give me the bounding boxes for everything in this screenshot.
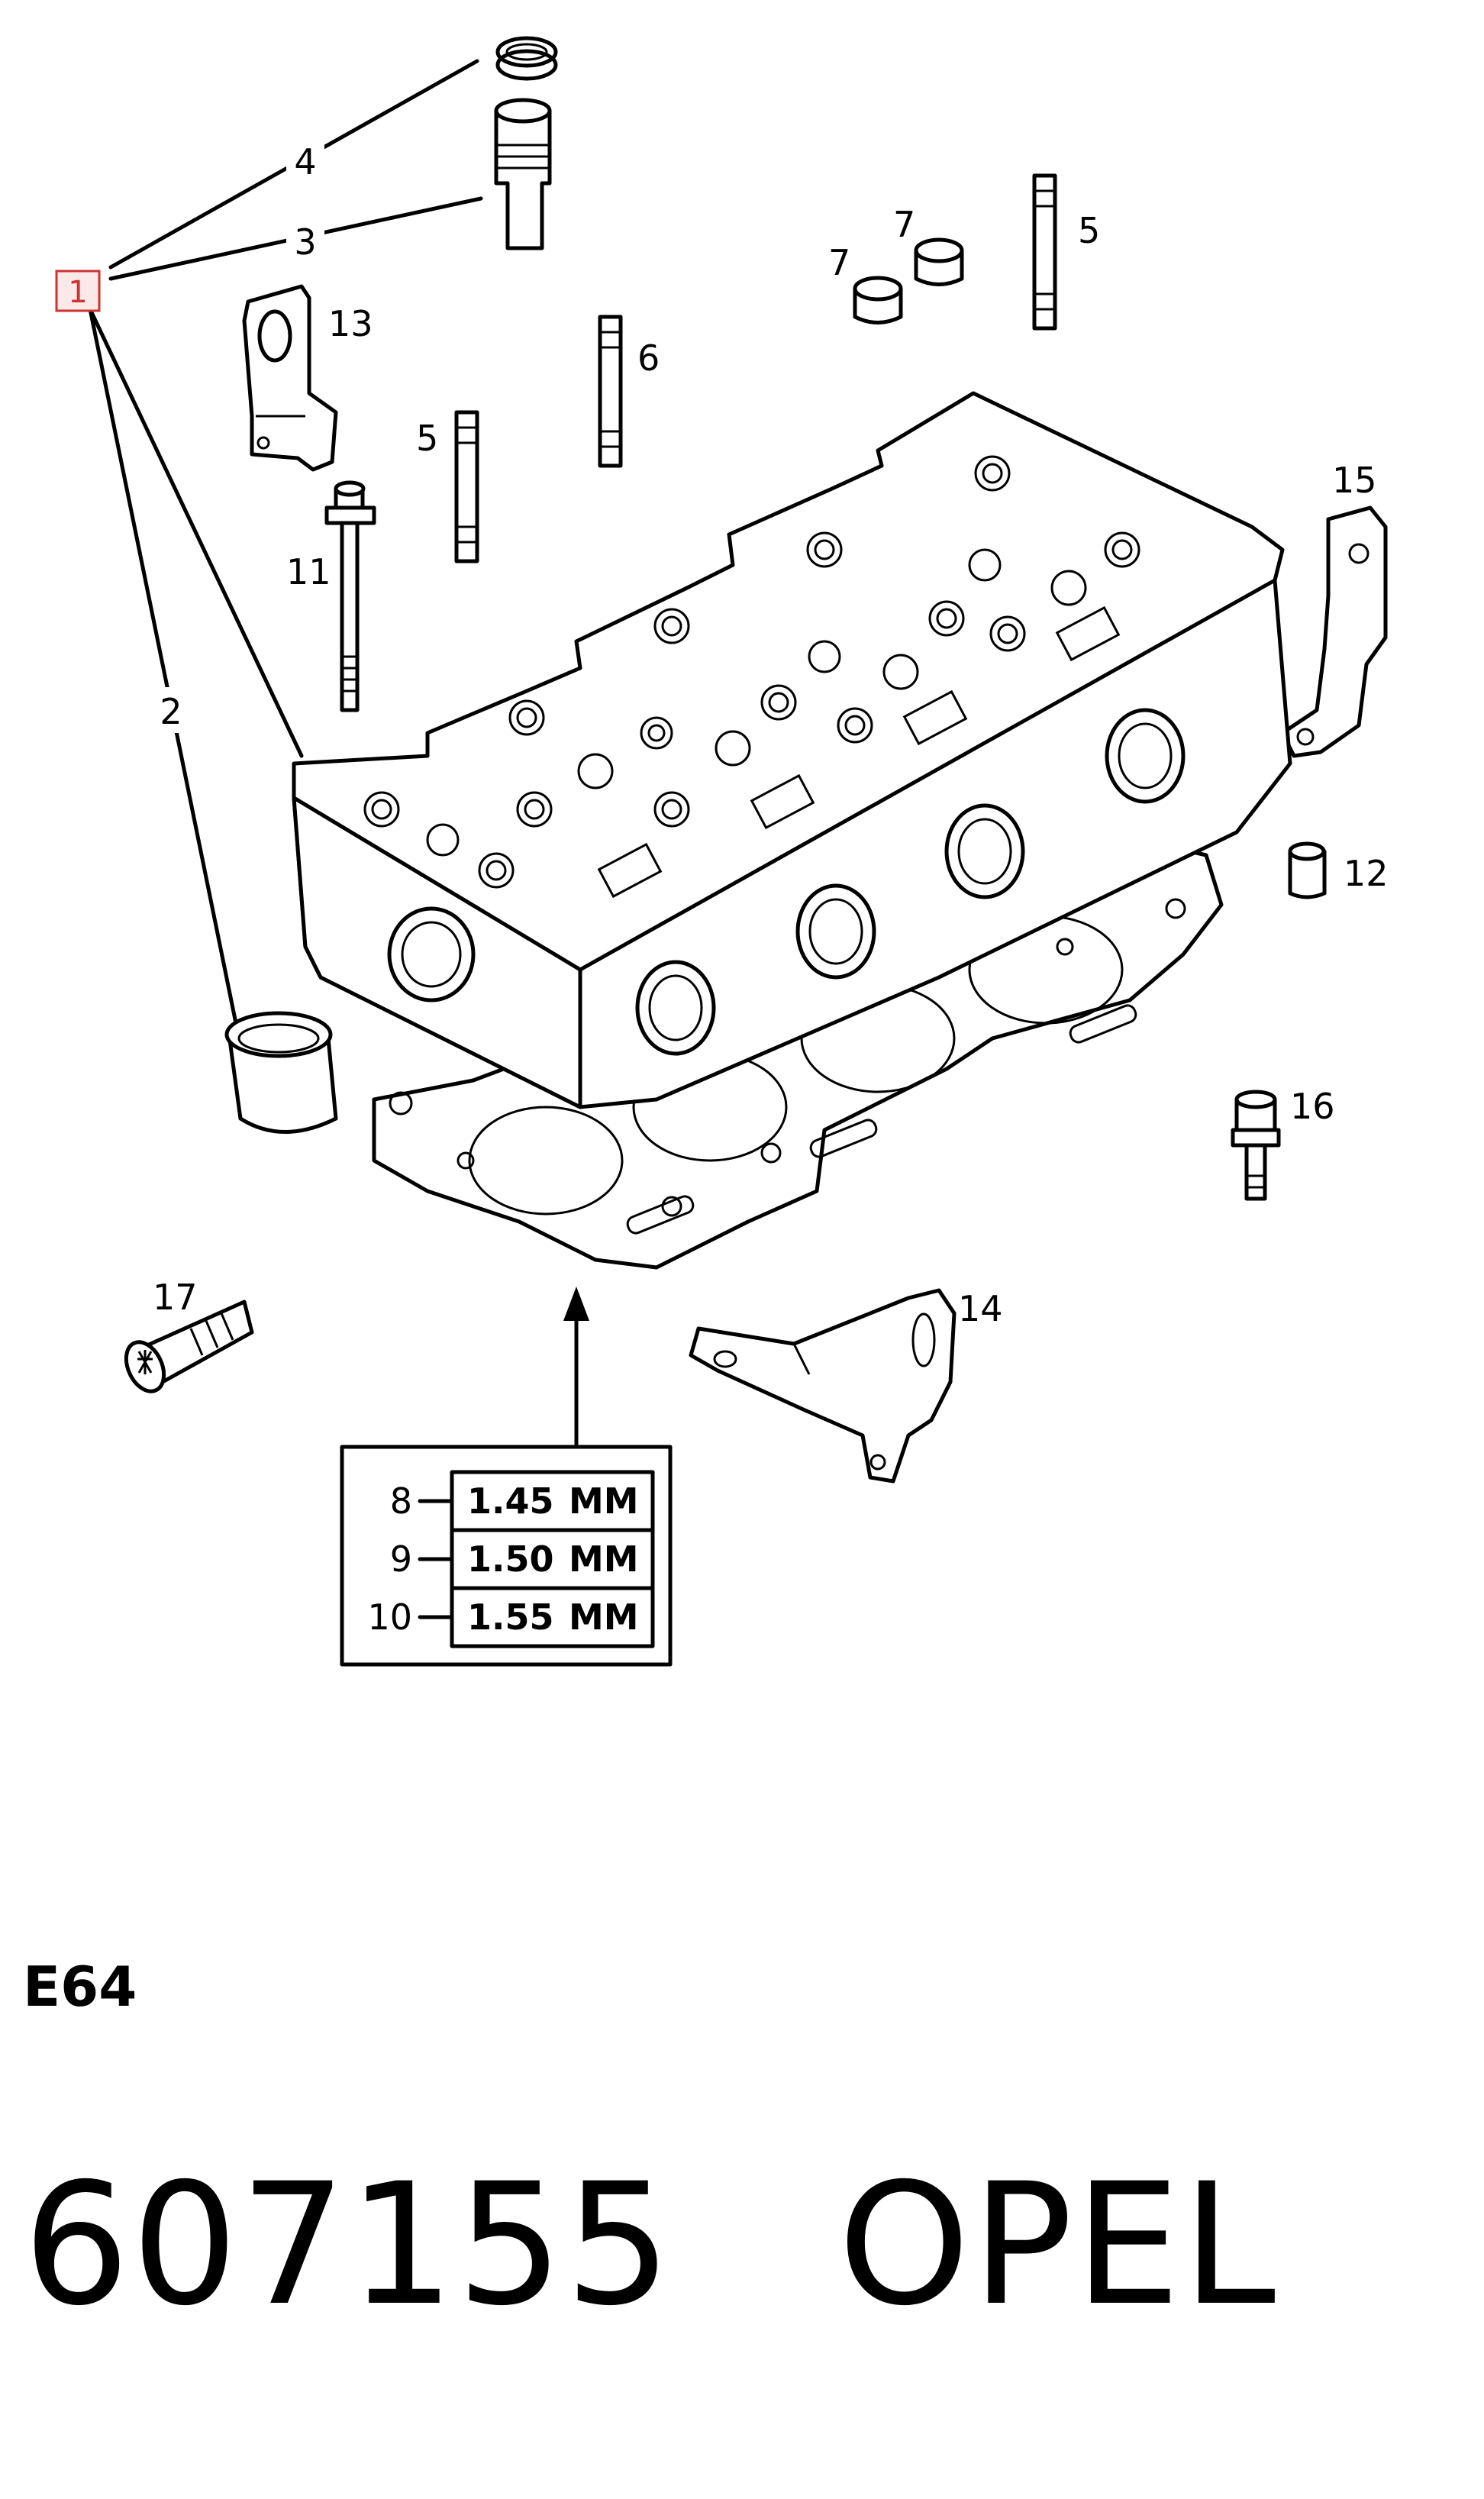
thickness-unit-9: MM xyxy=(569,1538,639,1580)
long-bolt-part-11 xyxy=(324,480,376,712)
gasket-thickness-arrow xyxy=(563,1287,589,1449)
cap-part-7-a xyxy=(853,276,903,324)
thickness-unit-10: MM xyxy=(569,1597,639,1638)
section-code: E64 xyxy=(23,1955,137,2019)
seal-ring-part-4 xyxy=(495,36,558,81)
callout-16: 16 xyxy=(1290,1086,1335,1127)
exploded-parts-diagram: 1 4 3 2 13 11 xyxy=(55,36,1389,1667)
gasket-thickness-table: 8 9 10 1.45 MM 1.50 MM 1.55 MM xyxy=(340,1445,673,1667)
part-number: 607155 xyxy=(23,2147,673,2342)
callout-5-right: 5 xyxy=(1078,210,1100,251)
seal-ring-part-2 xyxy=(224,1011,338,1134)
callout-7-a: 7 xyxy=(828,242,850,283)
callout-3: 3 xyxy=(294,221,316,263)
deck-holes xyxy=(363,455,1140,889)
thickness-value-10: 1.55 xyxy=(467,1597,554,1638)
stud-part-5-right xyxy=(1032,173,1057,331)
callout-5-left: 5 xyxy=(416,418,438,459)
callout-8: 8 xyxy=(390,1480,412,1522)
part-1-highlight-box[interactable]: 1 xyxy=(55,270,101,312)
callout-9: 9 xyxy=(390,1538,412,1580)
callout-12: 12 xyxy=(1344,853,1389,894)
stud-part-6 xyxy=(598,315,623,468)
lifting-bracket-part-13 xyxy=(242,284,338,472)
callout-2: 2 xyxy=(160,691,182,732)
bracket-part-15 xyxy=(1280,505,1388,758)
dowel-part-12 xyxy=(1288,841,1327,899)
callout-6: 6 xyxy=(637,337,660,379)
cap-part-7-b xyxy=(914,237,964,286)
stud-part-5-left xyxy=(454,410,479,563)
callout-11: 11 xyxy=(286,551,331,592)
footer-part-number: 607155 OPEL xyxy=(23,2161,1277,2329)
bracket-part-14 xyxy=(689,1288,957,1484)
thickness-value-8: 1.45 xyxy=(467,1480,554,1522)
bolt-part-16 xyxy=(1231,1090,1281,1201)
brand-name: OPEL xyxy=(837,2147,1278,2342)
callout-14: 14 xyxy=(958,1288,1003,1329)
callout-labels: 4 3 2 xyxy=(153,137,324,733)
callout-17: 17 xyxy=(153,1277,198,1318)
callout-4: 4 xyxy=(294,141,316,182)
callout-1: 1 xyxy=(68,275,87,310)
callout-7-b: 7 xyxy=(893,204,915,245)
injector-sleeve-part-3 xyxy=(494,98,552,250)
thickness-value-9: 1.50 xyxy=(467,1538,554,1580)
callout-15: 15 xyxy=(1332,460,1377,501)
screw-part-17 xyxy=(124,1300,254,1393)
callout-10: 10 xyxy=(367,1597,412,1638)
cylinder-head xyxy=(292,391,1292,1109)
callout-13: 13 xyxy=(328,303,373,344)
thickness-unit-8: MM xyxy=(569,1480,639,1522)
